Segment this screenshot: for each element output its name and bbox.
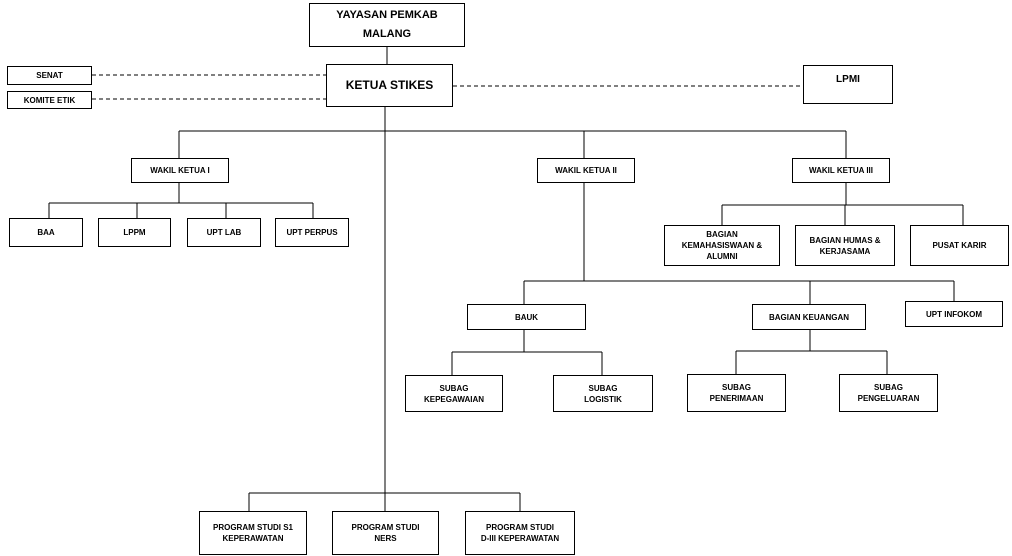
pusat-karir-label: PUSAT KARIR [932, 241, 987, 250]
bagian-humas-box: BAGIAN HUMAS & KERJASAMA [795, 225, 895, 266]
prodi-s1-keperawatan-box: PROGRAM STUDI S1 KEPERAWATAN [199, 511, 307, 555]
baa-box: BAA [9, 218, 83, 247]
bagian-keuangan-box: BAGIAN KEUANGAN [752, 304, 866, 330]
ketua-stikes-box: KETUA STIKES [326, 64, 453, 107]
lpmi-box: LPMI [803, 65, 893, 104]
subag-logistik-label: SUBAG LOGISTIK [584, 383, 622, 404]
upt-infokom-label: UPT INFOKOM [926, 309, 982, 319]
wakil-ketua-2-box: WAKIL KETUA II [537, 158, 635, 183]
lppm-label: LPPM [123, 228, 146, 237]
lpmi-label: LPMI [836, 74, 860, 85]
baa-label: BAA [37, 228, 55, 237]
pusat-karir-box: PUSAT KARIR [910, 225, 1009, 266]
komite-etik-box: KOMITE ETIK [7, 91, 92, 109]
bauk-label: BAUK [514, 312, 539, 322]
bagian-kemahasiswaan-box: BAGIAN KEMAHASISWAAN & ALUMNI [664, 225, 780, 266]
bauk-box: BAUK [467, 304, 586, 330]
upt-infokom-box: UPT INFOKOM [905, 301, 1003, 327]
senat-label: SENAT [36, 71, 63, 80]
wakil-ketua-1-label: WAKIL KETUA I [150, 166, 210, 175]
komite-etik-label: KOMITE ETIK [23, 95, 76, 105]
senat-box: SENAT [7, 66, 92, 85]
yayasan-label: YAYASAN PEMKAB MALANG [336, 9, 438, 40]
bagian-kemahasiswaan-label: BAGIAN KEMAHASISWAAN & ALUMNI [681, 230, 763, 261]
subag-kepegawaian-label: SUBAG KEPEGAWAIAN [423, 383, 484, 404]
wakil-ketua-3-label: WAKIL KETUA III [809, 166, 873, 175]
bagian-keuangan-label: BAGIAN KEUANGAN [769, 312, 849, 322]
subag-kepegawaian-box: SUBAG KEPEGAWAIAN [405, 375, 503, 412]
upt-perpus-label: UPT PERPUS [286, 228, 338, 237]
wakil-ketua-3-box: WAKIL KETUA III [792, 158, 890, 183]
upt-lab-box: UPT LAB [187, 218, 261, 247]
bagian-humas-label: BAGIAN HUMAS & KERJASAMA [809, 235, 881, 256]
lppm-box: LPPM [98, 218, 171, 247]
prodi-d3-label: PROGRAM STUDI D-III KEPERAWATAN [480, 523, 560, 543]
subag-penerimaan-label: SUBAG PENERIMAAN [709, 383, 764, 403]
subag-penerimaan-box: SUBAG PENERIMAAN [687, 374, 786, 412]
upt-perpus-box: UPT PERPUS [275, 218, 349, 247]
ketua-label: KETUA STIKES [345, 78, 434, 92]
prodi-s1-label: PROGRAM STUDI S1 KEPERAWATAN [212, 523, 293, 543]
prodi-ners-box: PROGRAM STUDI NERS [332, 511, 439, 555]
prodi-ners-label: PROGRAM STUDI NERS [351, 523, 420, 543]
wakil-ketua-1-box: WAKIL KETUA I [131, 158, 229, 183]
prodi-d3-keperawatan-box: PROGRAM STUDI D-III KEPERAWATAN [465, 511, 575, 555]
subag-pengeluaran-box: SUBAG PENGELUARAN [839, 374, 938, 412]
upt-lab-label: UPT LAB [206, 228, 242, 237]
yayasan-pemkab-malang-box: YAYASAN PEMKAB MALANG [309, 3, 465, 47]
subag-pengeluaran-label: SUBAG PENGELUARAN [857, 383, 920, 403]
wakil-ketua-2-label: WAKIL KETUA II [555, 166, 617, 175]
subag-logistik-box: SUBAG LOGISTIK [553, 375, 653, 412]
